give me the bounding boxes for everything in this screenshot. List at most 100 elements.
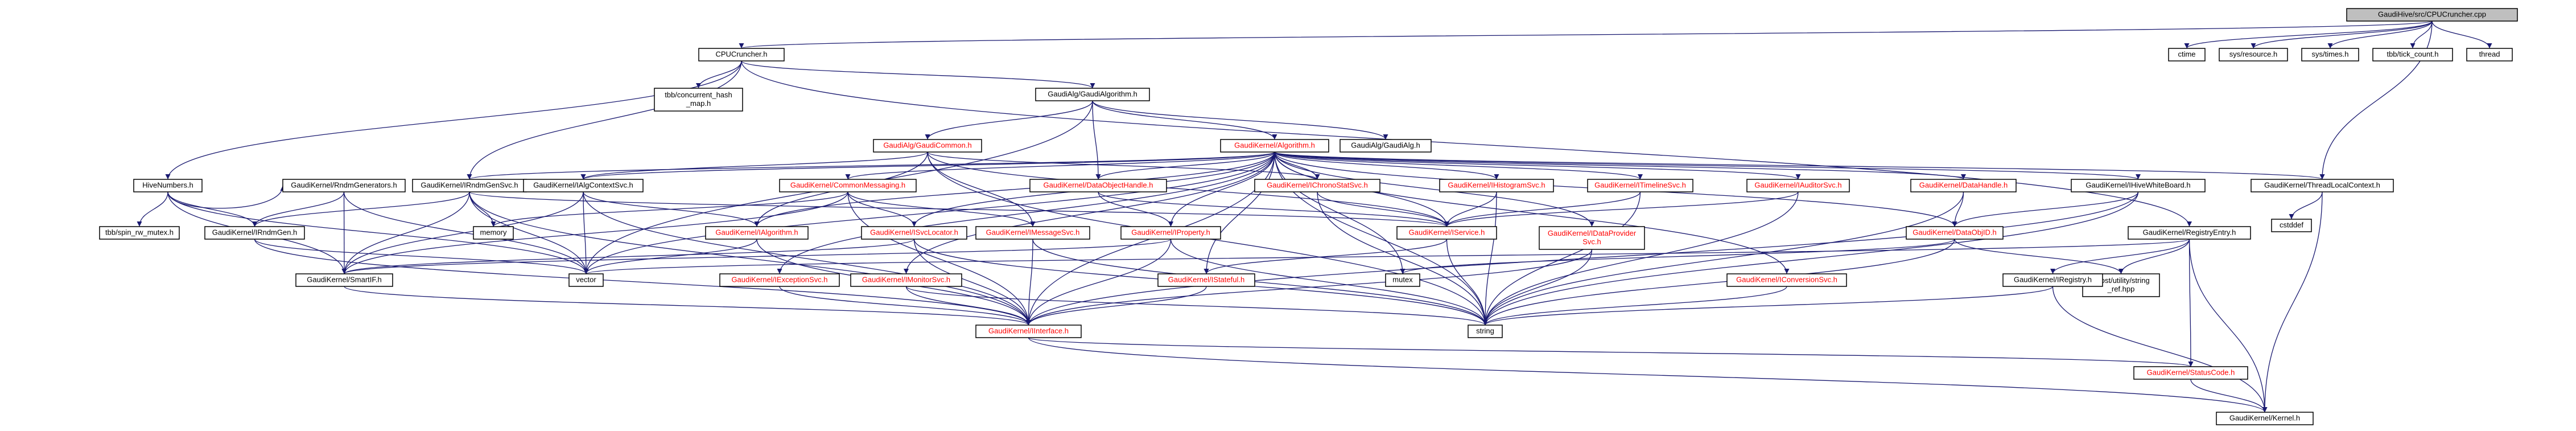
- node-statuscode[interactable]: GaudiKernel/StatusCode.h: [2133, 366, 2248, 380]
- node-ialgcontextsvc[interactable]: GaudiKernel/IAlgContextSvc.h: [523, 179, 644, 192]
- node-iauditorsvc[interactable]: GaudiKernel/IAuditorSvc.h: [1746, 179, 1850, 192]
- node-iproperty[interactable]: GaudiKernel/IProperty.h: [1120, 226, 1221, 240]
- node-label-registryentry: GaudiKernel/RegistryEntry.h: [2143, 228, 2236, 236]
- node-label-commonmessaging: GaudiKernel/CommonMessaging.h: [790, 180, 905, 189]
- node-box-itimelinesvc: [1587, 179, 1693, 192]
- node-label-hivenumbers: HiveNumbers.h: [142, 180, 193, 189]
- edge-irndmgensvc-to-iservice: [469, 191, 1449, 227]
- node-box-iinterface: [975, 325, 1082, 338]
- edge-irndmgensvc-to-memory: [469, 191, 496, 227]
- node-layer: GaudiHive/src/CPUCruncher.cppCPUCruncher…: [99, 8, 2518, 425]
- node-box-gaudialgorithm: [1035, 88, 1150, 101]
- edge-root-to-tbbtick: [2410, 20, 2433, 49]
- node-box-datahandle: [1910, 179, 2017, 192]
- node-box-cstddef: [2271, 219, 2312, 232]
- edge-itimelinesvc-to-iservice: [1444, 191, 1641, 227]
- node-gaudicommon[interactable]: GaudiAlg/GaudiCommon.h: [873, 139, 982, 153]
- node-iexceptionsvc[interactable]: GaudiKernel/IExceptionSvc.h: [719, 273, 840, 287]
- node-box-algorithmh: [1220, 139, 1329, 153]
- node-label-vector: vector: [576, 275, 596, 284]
- node-gaudialg[interactable]: GaudiAlg/GaudiAlg.h: [1339, 139, 1432, 153]
- node-label-cpucruncher: CPUCruncher.h: [715, 50, 767, 58]
- node-commonmessaging[interactable]: GaudiKernel/CommonMessaging.h: [779, 179, 917, 192]
- edge-dataobjecthandle-to-iservice: [1098, 191, 1449, 227]
- edge-irndmgensvc-to-irndmgen: [252, 191, 470, 227]
- edge-algorithmh-to-ialgcontextsvc: [580, 151, 1275, 180]
- node-box-ihistogramsvc: [1439, 179, 1554, 192]
- node-imonitorsvc[interactable]: GaudiKernel/IMonitorSvc.h: [850, 273, 962, 287]
- node-ialgorithm[interactable]: GaudiKernel/IAlgorithm.h: [705, 226, 809, 240]
- node-ichronostatsvc[interactable]: GaudiKernel/IChronoStatSvc.h: [1254, 179, 1380, 192]
- node-irndmgen[interactable]: GaudiKernel/IRndmGen.h: [204, 226, 305, 240]
- node-label-iregistry: GaudiKernel/IRegistry.h: [2014, 275, 2092, 284]
- edge-iauditorsvc-to-iservice: [1444, 191, 1799, 227]
- node-ihistogramsvc[interactable]: GaudiKernel/IHistogramSvc.h: [1439, 179, 1554, 192]
- edge-iregistry-to-string: [1482, 286, 2054, 326]
- node-label-gaudialgorithm: GaudiAlg/GaudiAlgorithm.h: [1048, 89, 1137, 98]
- node-irndmgenerators[interactable]: GaudiKernel/RndmGenerators.h: [282, 179, 406, 192]
- node-box-ihivewhiteboard: [2071, 179, 2206, 192]
- edge-iregistry-to-kernel: [2052, 286, 2268, 413]
- node-iconversionsvc[interactable]: GaudiKernel/IConversionSvc.h: [1726, 273, 1847, 287]
- edge-ialgorithm-to-vector: [583, 239, 757, 274]
- node-dataobjecthandle[interactable]: GaudiKernel/DataObjectHandle.h: [1029, 179, 1167, 192]
- node-box-vector: [568, 273, 604, 287]
- node-box-imessagesvc: [975, 226, 1090, 240]
- edge-dataobjid-to-mutex: [1400, 239, 1955, 274]
- edge-algorithmh-to-dataobjecthandle: [1095, 151, 1275, 180]
- node-label-dataobjid: GaudiKernel/DataObjID.h: [1913, 228, 1996, 236]
- node-imessagesvc[interactable]: GaudiKernel/IMessageSvc.h: [975, 226, 1090, 240]
- edge-algorithmh-to-iconversionsvc: [1274, 151, 1790, 274]
- node-label-statuscode: GaudiKernel/StatusCode.h: [2147, 368, 2235, 376]
- node-label-imessagesvc: GaudiKernel/IMessageSvc.h: [986, 228, 1080, 236]
- node-algorithmh[interactable]: GaudiKernel/Algorithm.h: [1220, 139, 1329, 153]
- node-threadlocalcontext[interactable]: GaudiKernel/ThreadLocalContext.h: [2251, 179, 2394, 192]
- node-label-gaudialg: GaudiAlg/GaudiAlg.h: [1351, 141, 1420, 149]
- node-label-iauditorsvc: GaudiKernel/IAuditorSvc.h: [1754, 180, 1841, 189]
- node-gaudialgorithm[interactable]: GaudiAlg/GaudiAlgorithm.h: [1035, 88, 1150, 101]
- node-label-ihivewhiteboard: GaudiKernel/IHiveWhiteBoard.h: [2085, 180, 2190, 189]
- edge-ialgcontextsvc-to-ismartif: [341, 191, 584, 274]
- node-ihivewhiteboard[interactable]: GaudiKernel/IHiveWhiteBoard.h: [2071, 179, 2206, 192]
- node-kernel[interactable]: GaudiKernel/Kernel.h: [2216, 412, 2314, 425]
- node-cpucruncher[interactable]: CPUCruncher.h: [698, 48, 785, 61]
- edge-commonmessaging-to-memory: [491, 191, 848, 227]
- node-label-algorithmh: GaudiKernel/Algorithm.h: [1234, 141, 1315, 149]
- edge-irndmgensvc-to-iinterface: [469, 191, 1031, 326]
- node-label-idataprovidersvc-0: GaudiKernel/IDataProvider: [1548, 229, 1637, 237]
- node-box-registryentry: [2128, 226, 2251, 240]
- node-istateful[interactable]: GaudiKernel/IStateful.h: [1157, 273, 1255, 287]
- edge-registryentry-to-statuscode: [2188, 239, 2194, 367]
- node-box-isvclocator: [861, 226, 967, 240]
- edge-hivenumbers-to-tbbspin: [137, 191, 168, 227]
- node-dataobjid[interactable]: GaudiKernel/DataObjID.h: [1906, 226, 2004, 240]
- node-hivenumbers[interactable]: HiveNumbers.h: [133, 179, 203, 192]
- node-label-idataprovidersvc-1: Svc.h: [1582, 237, 1601, 246]
- node-iregistry[interactable]: GaudiKernel/IRegistry.h: [2002, 273, 2103, 287]
- node-isvclocator[interactable]: GaudiKernel/ISvcLocator.h: [861, 226, 967, 240]
- edge-root-to-sysresource: [2251, 20, 2433, 49]
- edge-ismartif-to-iinterface: [344, 286, 1031, 326]
- node-box-tbbconcurrent: [654, 88, 743, 112]
- edge-irndmgenerators-to-irndmgen: [252, 191, 345, 227]
- edge-iproperty-to-string: [1170, 239, 1488, 326]
- node-itimelinesvc[interactable]: GaudiKernel/ITimelineSvc.h: [1587, 179, 1693, 192]
- node-box-iauditorsvc: [1746, 179, 1850, 192]
- node-box-gaudialg: [1339, 139, 1432, 153]
- node-iservice[interactable]: GaudiKernel/IService.h: [1396, 226, 1497, 240]
- edge-algorithmh-to-ihistogramsvc: [1274, 151, 1499, 180]
- edge-algorithmh-to-iexceptionsvc: [777, 151, 1275, 274]
- edge-imonitorsvc-to-iinterface: [905, 286, 1031, 326]
- node-ismartif[interactable]: GaudiKernel/SmartIF.h: [295, 273, 393, 287]
- node-box-thread: [2466, 48, 2513, 61]
- node-irndmgensvc[interactable]: GaudiKernel/IRndmGenSvc.h: [412, 179, 527, 192]
- node-iinterface[interactable]: GaudiKernel/IInterface.h: [975, 325, 1082, 338]
- node-datahandle[interactable]: GaudiKernel/DataHandle.h: [1910, 179, 2017, 192]
- edge-ichronostatsvc-to-string: [1317, 191, 1488, 326]
- node-box-string: [1468, 325, 1503, 338]
- node-box-istateful: [1157, 273, 1255, 287]
- node-registryentry[interactable]: GaudiKernel/RegistryEntry.h: [2128, 226, 2251, 240]
- node-root[interactable]: GaudiHive/src/CPUCruncher.cpp: [2346, 8, 2518, 22]
- node-label-tbbconcurrent-0: tbb/concurrent_hash: [665, 91, 732, 99]
